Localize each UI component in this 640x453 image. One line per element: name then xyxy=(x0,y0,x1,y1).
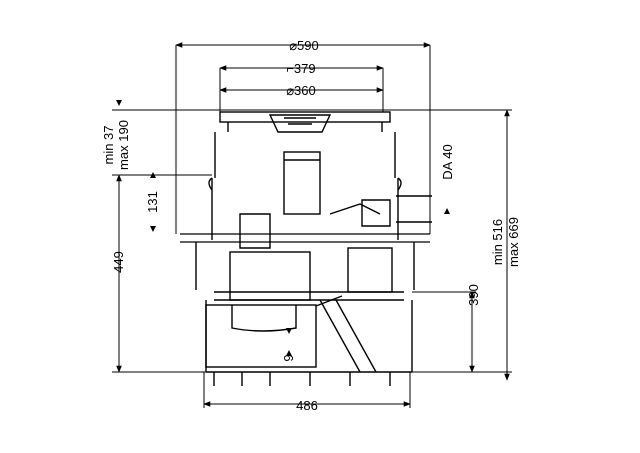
grate-top xyxy=(219,111,391,123)
label-min37: min 37 xyxy=(101,125,116,164)
label-360: ⌀360 xyxy=(286,83,316,98)
arrow-131-bottom xyxy=(150,226,156,232)
drain-body xyxy=(180,111,432,386)
label-486: 486 xyxy=(296,398,318,413)
arrow-131-top xyxy=(150,172,156,178)
label-379: ⌐379 xyxy=(286,61,315,76)
dimension-lines xyxy=(116,42,510,407)
label-max190: max 190 xyxy=(116,120,131,170)
center-pipe xyxy=(283,151,321,215)
label-9: 9 xyxy=(281,354,296,361)
arrow-9-top xyxy=(286,328,292,334)
label-449: 449 xyxy=(111,251,126,273)
label-da40: DA 40 xyxy=(440,144,455,179)
arrow-da40 xyxy=(444,208,450,214)
label-min516: min 516 xyxy=(490,219,505,265)
arrow-9-bottom xyxy=(286,350,292,356)
label-131: 131 xyxy=(145,191,160,213)
small-arrows xyxy=(116,100,450,356)
label-max669: max 669 xyxy=(506,217,521,267)
label-390: 390 xyxy=(466,284,481,306)
label-590: ⌀590 xyxy=(289,38,319,53)
arrow-min37-top xyxy=(116,100,122,106)
extension-lines xyxy=(112,45,512,408)
